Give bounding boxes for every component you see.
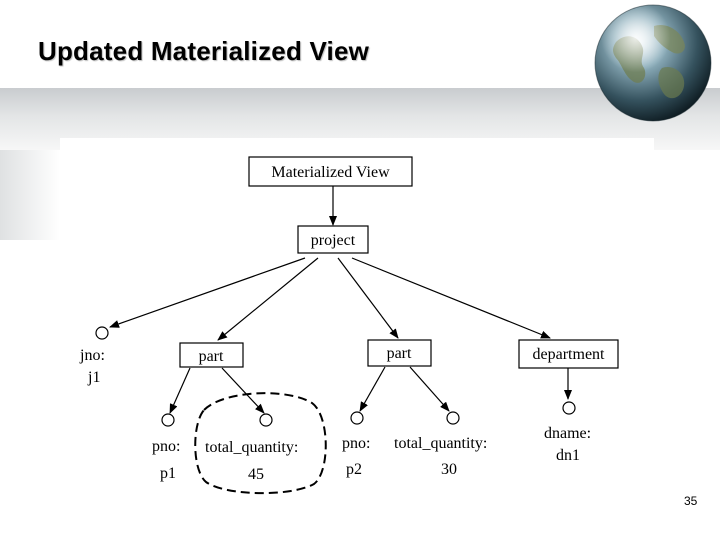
department-label: department bbox=[533, 346, 606, 363]
part-label-left: part bbox=[199, 348, 224, 365]
part-label-right: part bbox=[387, 345, 412, 362]
pno-value-left: p1 bbox=[160, 465, 176, 482]
jno-leaf-node bbox=[95, 326, 109, 340]
pno-value-right: p2 bbox=[346, 461, 362, 478]
arrow-project-to-part-left bbox=[217, 257, 319, 341]
globe-icon bbox=[594, 4, 712, 122]
qty-label-right: total_quantity: bbox=[394, 435, 487, 452]
materialized-view-label: Materialized View bbox=[271, 164, 390, 181]
arrow-project-to-part-right bbox=[337, 257, 399, 339]
arrow-part-left-to-qty bbox=[221, 367, 265, 414]
qty-label-left: total_quantity: bbox=[205, 439, 298, 456]
materialized-view-box bbox=[248, 156, 413, 187]
jno-label: jno: bbox=[79, 347, 105, 364]
page-number: 35 bbox=[684, 494, 698, 508]
arrow-part-right-to-pno bbox=[359, 366, 386, 412]
part-box-right bbox=[367, 339, 432, 367]
qty-value-right: 30 bbox=[441, 461, 457, 478]
department-box bbox=[518, 339, 619, 369]
qty-value-left: 45 bbox=[248, 466, 264, 483]
part-box-left bbox=[179, 342, 244, 368]
project-box bbox=[297, 225, 369, 254]
arrow-project-to-department bbox=[351, 257, 551, 339]
updated-value-highlight bbox=[194, 392, 327, 495]
qty-leaf-node-right bbox=[446, 411, 460, 425]
dname-value: dn1 bbox=[556, 447, 580, 464]
pno-label-left: pno: bbox=[152, 438, 180, 455]
project-label: project bbox=[311, 232, 356, 249]
arrow-part-right-to-qty bbox=[409, 366, 450, 412]
dname-leaf-node bbox=[562, 401, 576, 415]
pno-leaf-node-left bbox=[161, 413, 175, 427]
header-band-shadow bbox=[0, 150, 60, 240]
qty-leaf-node-left bbox=[259, 413, 273, 427]
pno-label-right: pno: bbox=[342, 435, 370, 452]
diagram-panel bbox=[60, 138, 654, 500]
slide-title: Updated Materialized View bbox=[38, 36, 370, 66]
dname-label: dname: bbox=[544, 425, 591, 442]
arrow-project-to-jno bbox=[109, 257, 306, 328]
jno-value: j1 bbox=[87, 369, 100, 386]
pno-leaf-node-right bbox=[350, 411, 364, 425]
arrow-part-left-to-pno bbox=[169, 367, 191, 414]
